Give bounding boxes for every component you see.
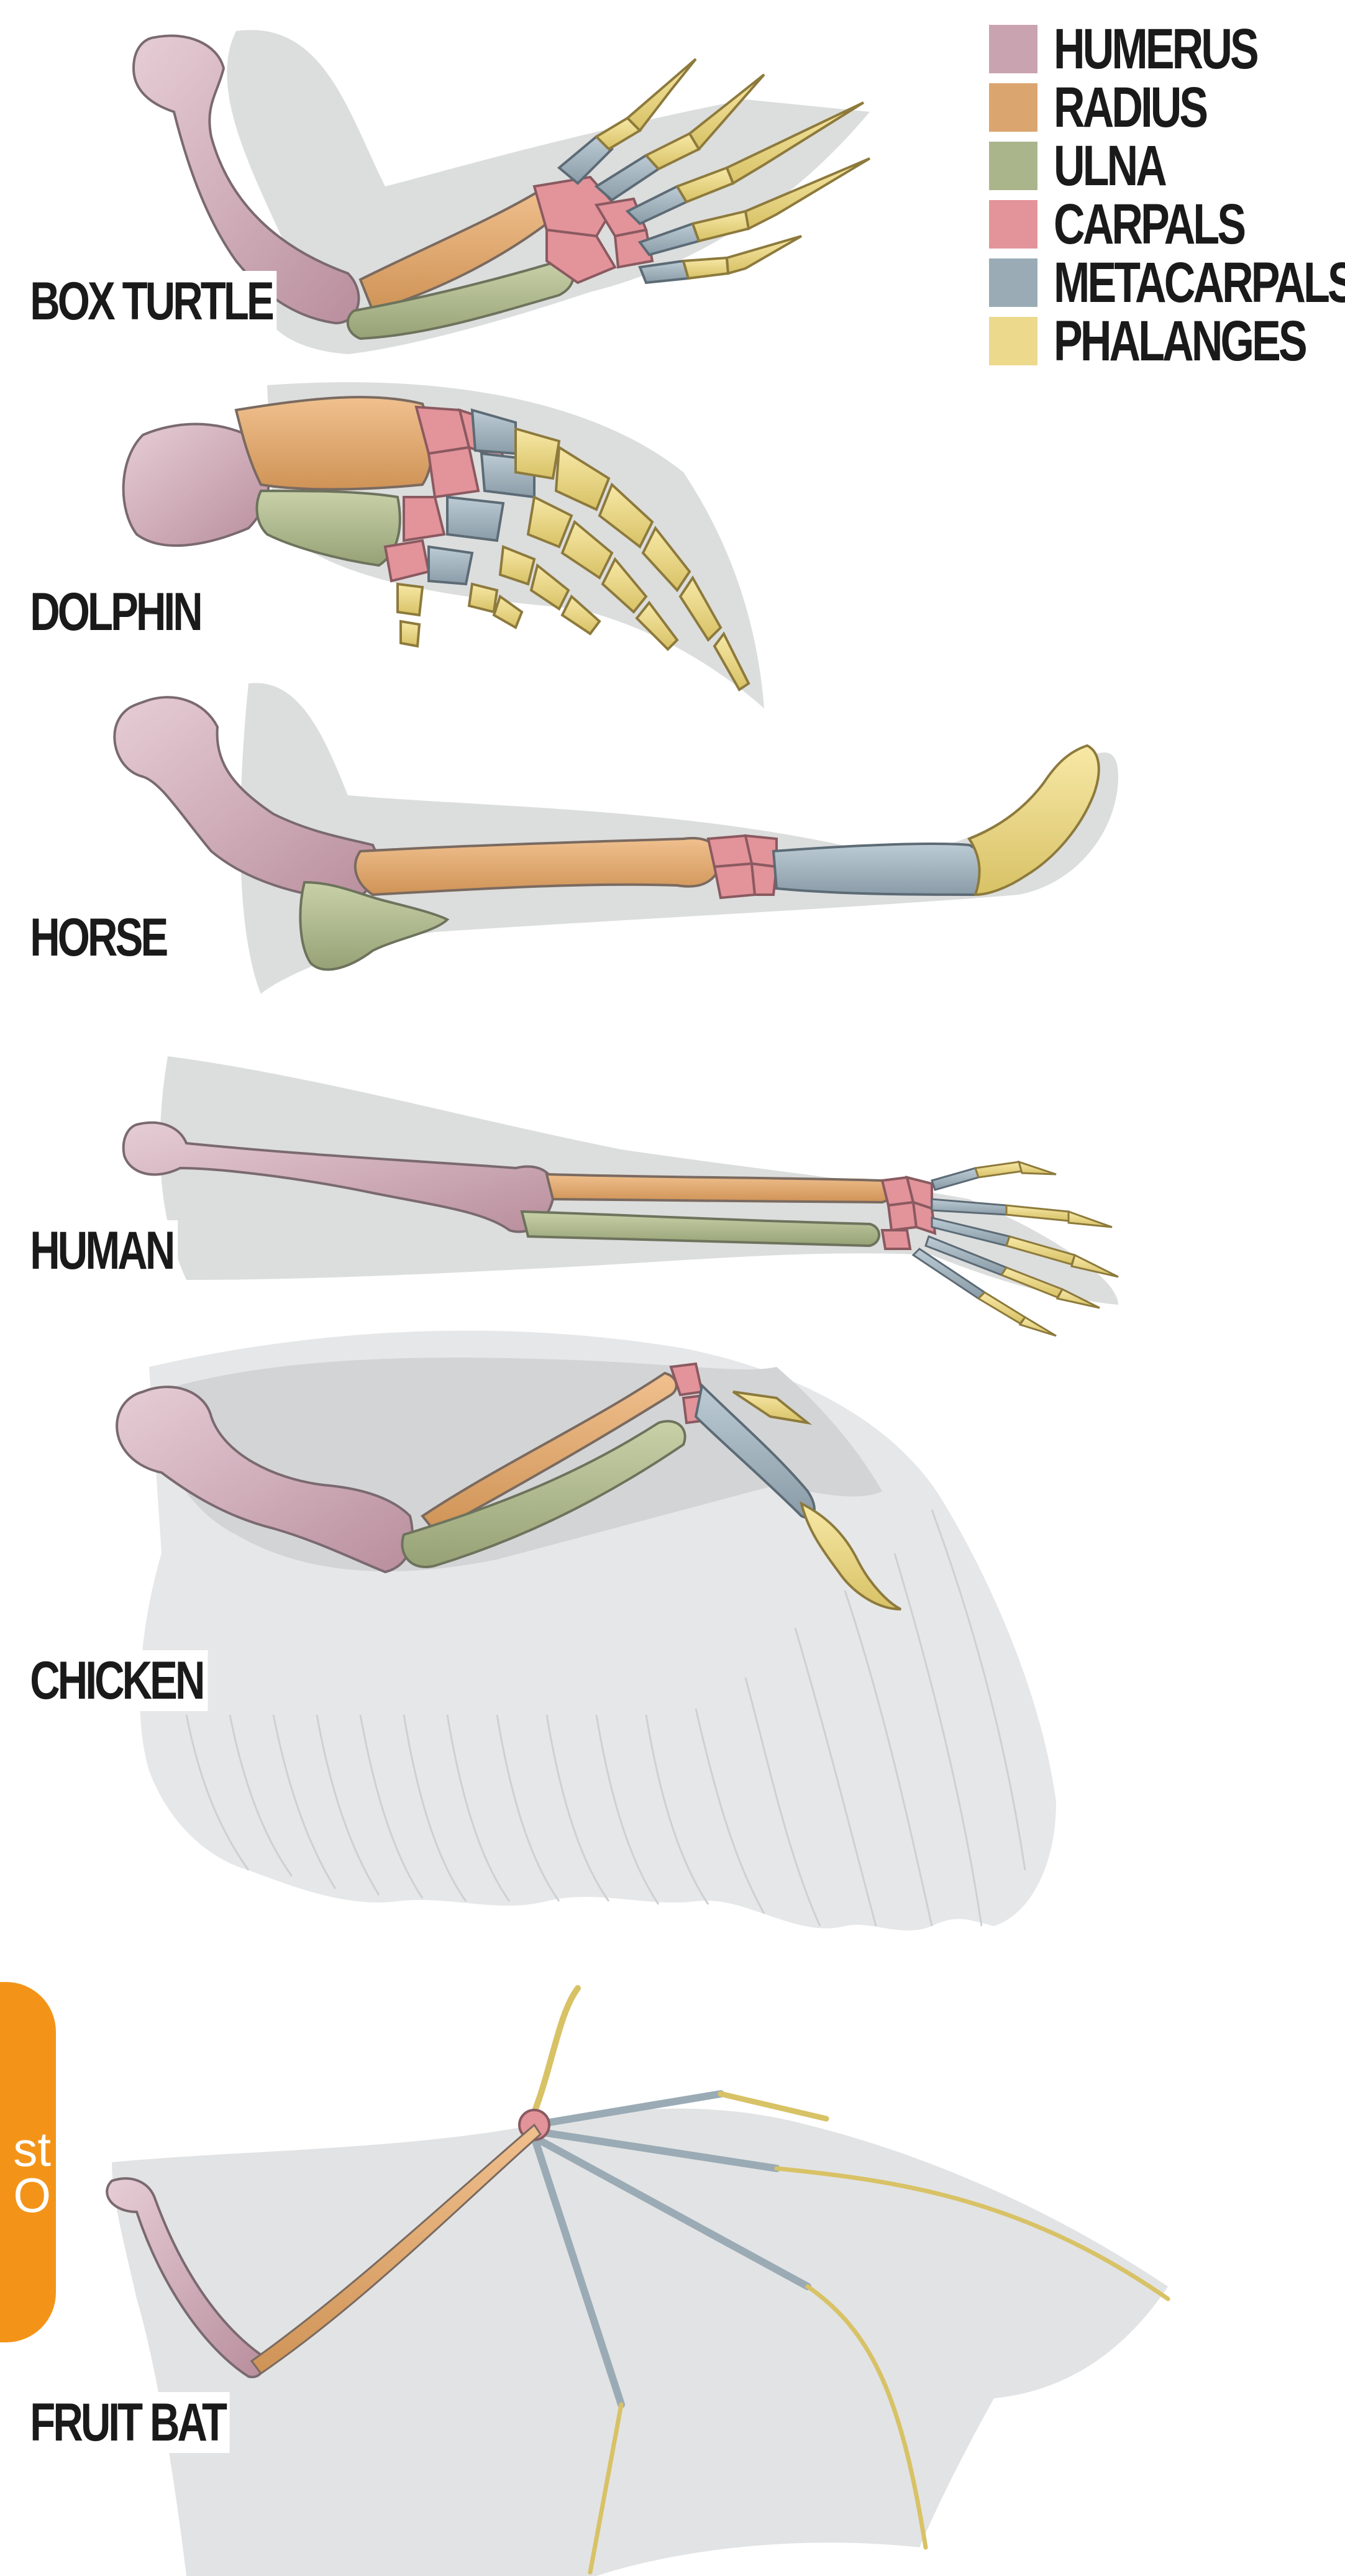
side-badge[interactable]: st O — [0, 1982, 56, 2342]
horse-metacarpal — [773, 844, 988, 895]
label-horse: HORSE — [26, 907, 171, 968]
horse-carpals — [708, 836, 777, 898]
legend-item-radius: RADIUS — [989, 78, 1345, 137]
legend-label-phalanges: PHALANGES — [1054, 309, 1305, 374]
legend-label-radius: RADIUS — [1054, 75, 1206, 140]
legend-label-ulna: ULNA — [1054, 134, 1165, 199]
human-limb — [124, 1056, 1118, 1336]
fruit-bat-thumb — [534, 1988, 578, 2112]
label-dolphin: DOLPHIN — [26, 582, 206, 642]
legend-label-metacarpals: METACARPALS — [1054, 250, 1345, 316]
legend-swatch-phalanges — [989, 317, 1037, 365]
legend-item-metacarpals: METACARPALS — [989, 253, 1345, 312]
legend-item-phalanges: PHALANGES — [989, 312, 1345, 370]
dolphin-ulna — [257, 491, 399, 565]
legend-swatch-metacarpals — [989, 258, 1037, 307]
dolphin-flipper — [124, 382, 764, 708]
legend-item-carpals: CARPALS — [989, 195, 1345, 253]
fruit-bat-membrane — [112, 2109, 1168, 2576]
legend-swatch-ulna — [989, 142, 1037, 190]
legend-swatch-humerus — [989, 25, 1037, 73]
chicken-wing — [117, 1331, 1056, 1930]
horse-limb — [114, 683, 1118, 994]
legend-swatch-carpals — [989, 200, 1037, 249]
human-radius — [547, 1174, 891, 1202]
legend-item-ulna: ULNA — [989, 137, 1345, 195]
label-box-turtle: BOX TURTLE — [26, 271, 277, 332]
legend-label-humerus: HUMERUS — [1054, 17, 1257, 82]
fruit-bat-wing — [107, 1988, 1168, 2576]
label-fruit-bat: FRUIT BAT — [26, 2392, 230, 2453]
legend-item-humerus: HUMERUS — [989, 20, 1345, 78]
legend: HUMERUS RADIUS ULNA CARPALS METACARPALS … — [989, 20, 1345, 370]
side-badge-text: st O — [13, 2126, 51, 2218]
label-human: HUMAN — [26, 1220, 178, 1281]
dolphin-radius — [236, 397, 432, 489]
legend-label-carpals: CARPALS — [1054, 192, 1244, 257]
legend-swatch-radius — [989, 83, 1037, 132]
label-chicken: CHICKEN — [26, 1650, 207, 1711]
